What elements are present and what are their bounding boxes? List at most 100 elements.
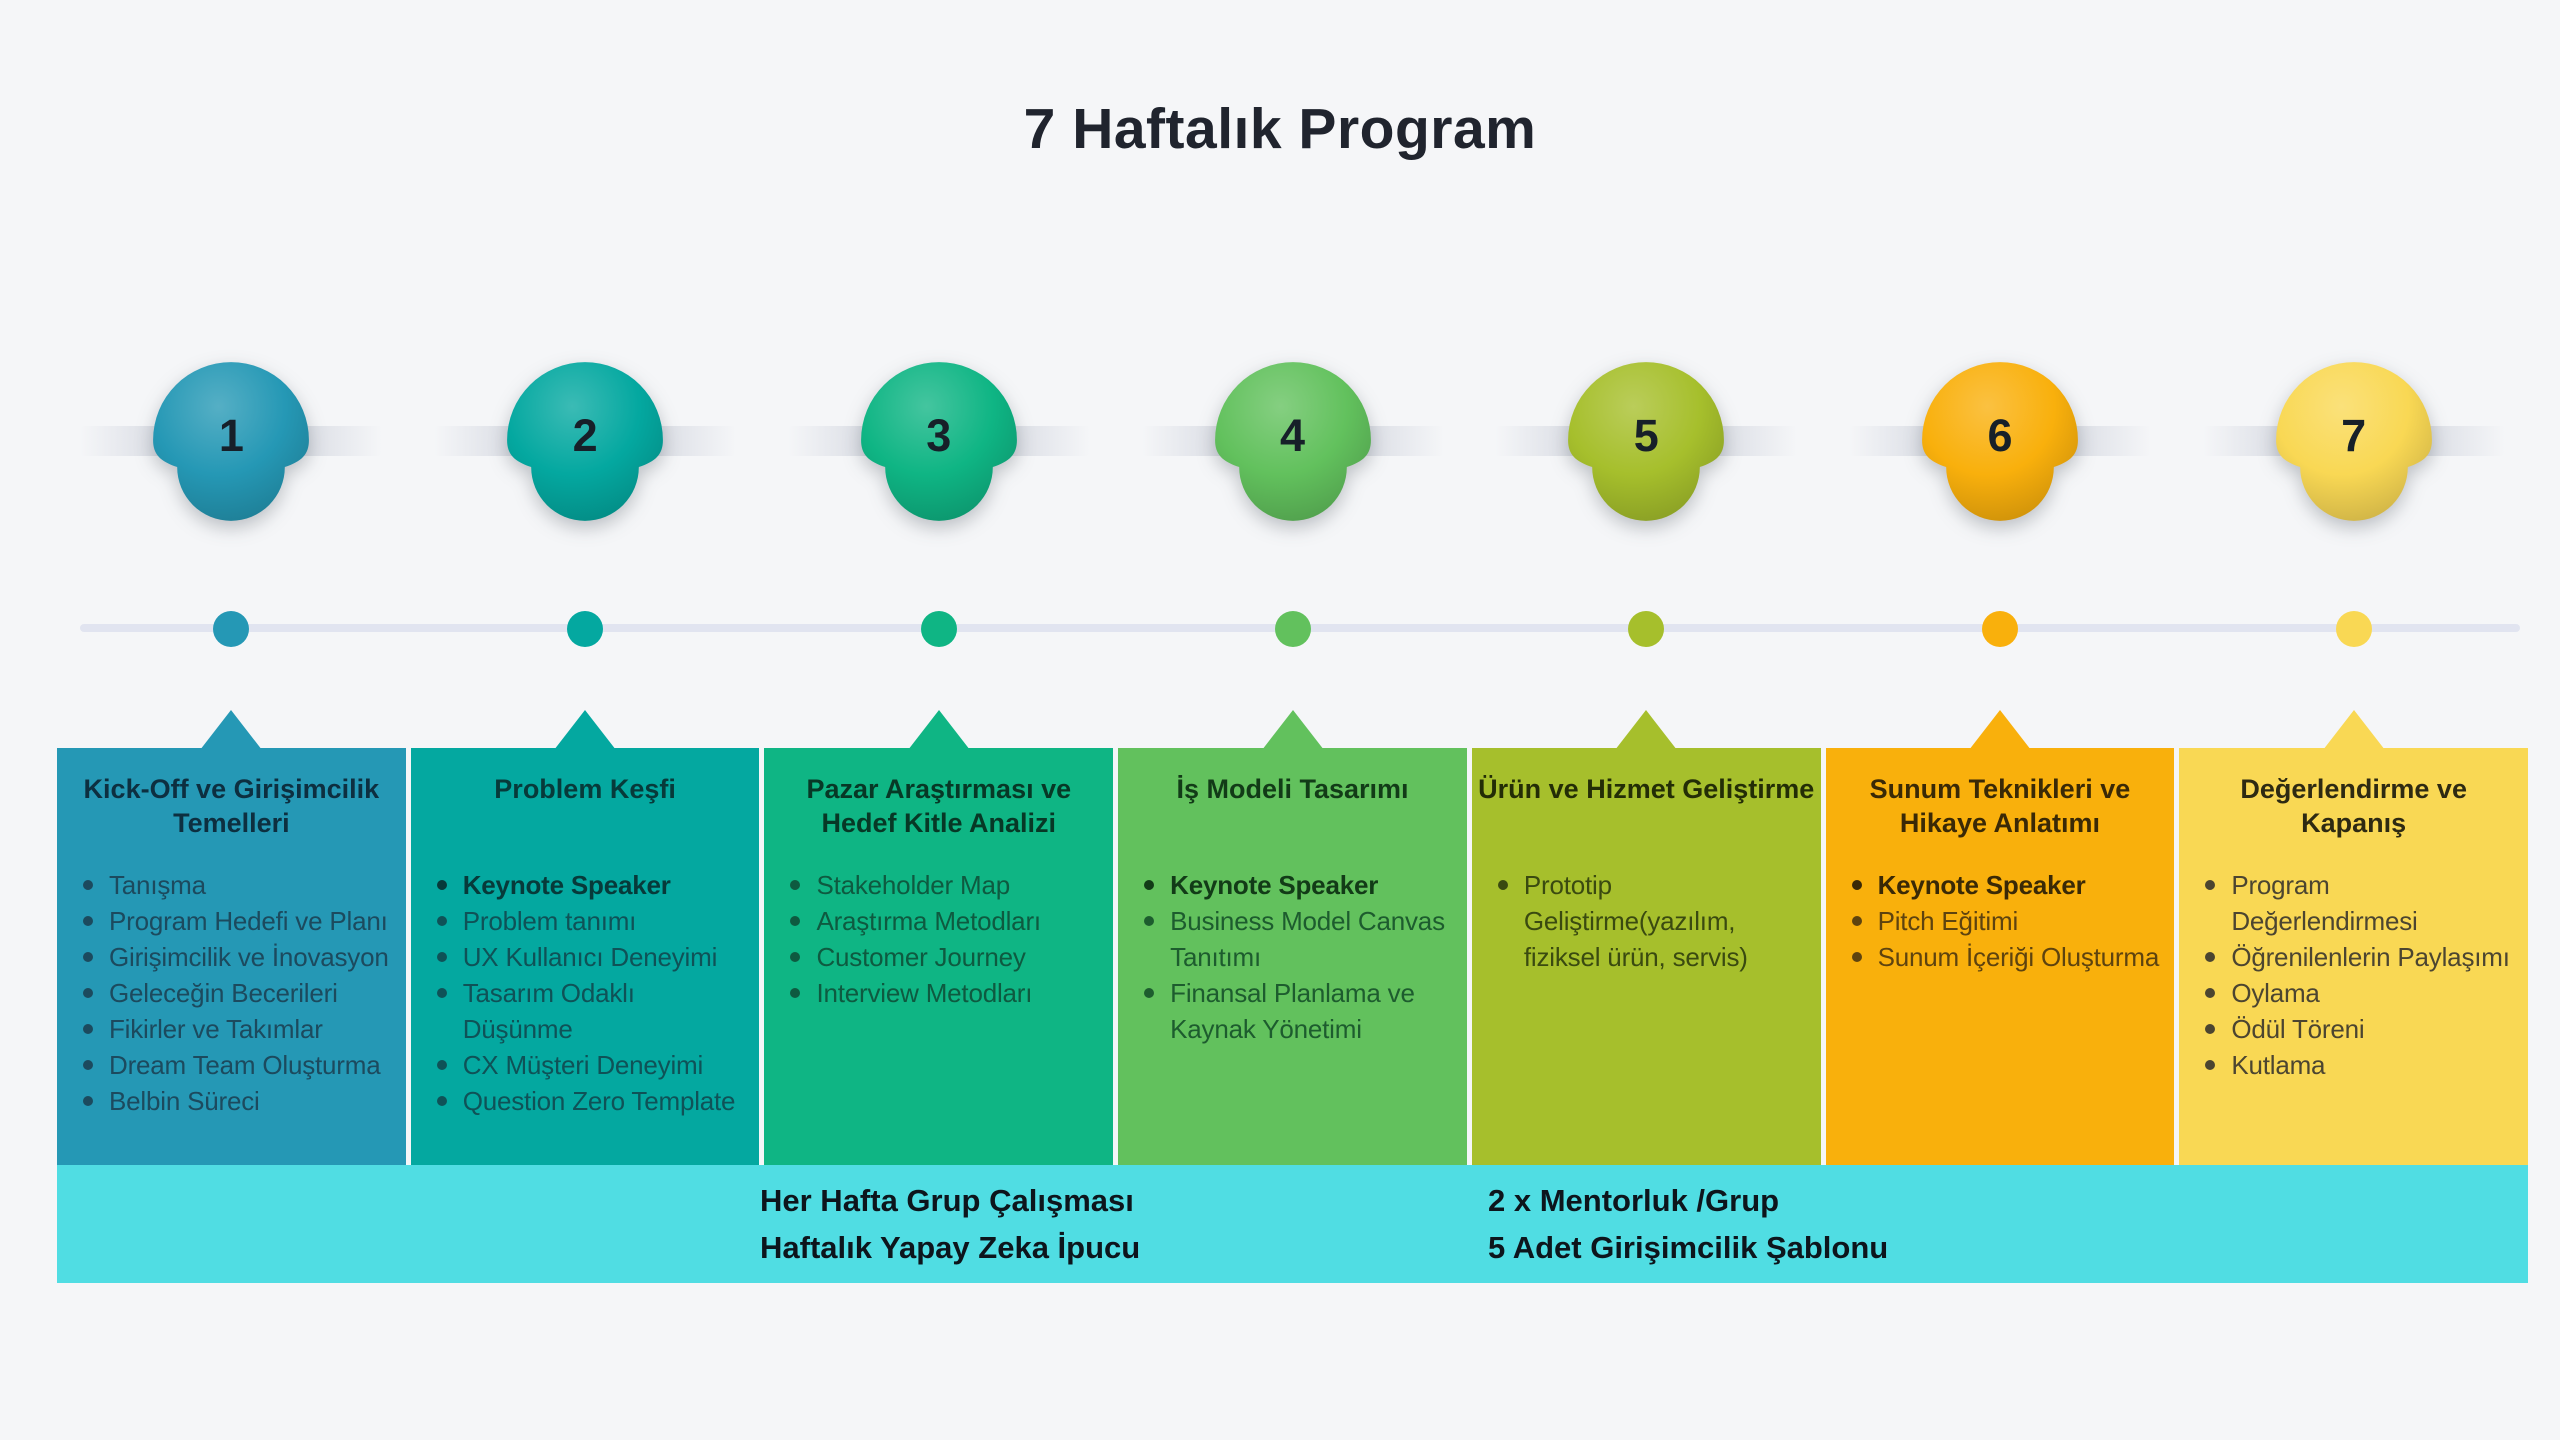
topic-item: Fikirler ve Takımlar <box>75 1011 398 1047</box>
week-number-bubble-icon <box>2275 362 2432 521</box>
timeline-dot-cell <box>411 611 760 647</box>
topic-item: Keynote Speaker <box>429 867 752 903</box>
column-pointer-triangle-icon <box>907 710 970 750</box>
topic-item: Program Değerlendirmesi <box>2197 867 2520 939</box>
week-columns-row: Kick-Off ve Girişimcilik Temelleri Tanış… <box>57 710 2529 1165</box>
topic-item: Araştırma Metodları <box>782 903 1105 939</box>
week-column-6: Sunum Teknikleri ve Hikaye Anlatımı Keyn… <box>1825 710 2175 1165</box>
week-ribbon <box>80 426 383 456</box>
topic-item: UX Kullanıcı Deneyimi <box>429 939 752 975</box>
topic-item: Geleceğin Becerileri <box>75 975 398 1011</box>
week-title: Değerlendirme ve Kapanış <box>2240 774 2467 838</box>
timeline-dot-cell <box>1118 611 1467 647</box>
topic-item: Interview Metodları <box>782 975 1105 1011</box>
week-ribbon <box>1495 426 1798 456</box>
week-number: 7 <box>2341 410 2367 461</box>
footer-mentorship-notes: 2 x Mentorluk /Grup 5 Adet Girişimcilik … <box>1488 1177 1888 1271</box>
week-marker-4: 4 <box>1118 0 1467 560</box>
topic-item: Girişimcilik ve İnovasyon <box>75 939 398 975</box>
footer-line-ai-tip: Haftalık Yapay Zeka İpucu <box>760 1230 1141 1265</box>
topic-item: Prototip Geliştirme(yazılım, fiziksel ür… <box>1490 867 1813 975</box>
week-marker-1: 1 <box>57 0 406 560</box>
timeline-dot-cell <box>1826 611 2175 647</box>
timeline-dot-cell <box>1472 611 1821 647</box>
topic-item: Question Zero Template <box>429 1083 752 1119</box>
week-column-7: Değerlendirme ve Kapanış Program Değerle… <box>2179 710 2529 1165</box>
week-ribbon <box>434 426 737 456</box>
week-markers-row: 1 2 3 4 5 6 <box>57 0 2528 560</box>
week-marker-6: 6 <box>1826 0 2175 560</box>
timeline-dot-1 <box>213 611 250 647</box>
topic-item: Program Hedefi ve Planı <box>75 903 398 939</box>
timeline-dot-5 <box>1628 611 1665 647</box>
topic-item: Problem tanımı <box>429 903 752 939</box>
timeline-dot-6 <box>1981 611 2018 647</box>
week-marker-3: 3 <box>764 0 1113 560</box>
topic-item: Sunum İçeriği Oluşturma <box>1844 939 2167 975</box>
week-number-bubble-icon <box>1568 362 1725 521</box>
week-column-5: Ürün ve Hizmet Geliştirme Prototip Geliş… <box>1471 710 1821 1165</box>
week-title: İş Modeli Tasarımı <box>1176 774 1409 804</box>
week-topic-list: Prototip Geliştirme(yazılım, fiziksel ür… <box>1478 867 1815 975</box>
week-title: Kick-Off ve Girişimcilik Temelleri <box>83 774 380 838</box>
week-column-1: Kick-Off ve Girişimcilik Temelleri Tanış… <box>57 710 406 1165</box>
timeline-dot-cell <box>2179 611 2528 647</box>
page-title: 7 Haftalık Program <box>1023 97 1537 161</box>
week-number: 6 <box>1987 410 2013 461</box>
topic-item: CX Müşteri Deneyimi <box>429 1047 752 1083</box>
timeline-dot-2 <box>567 611 604 647</box>
week-marker-5: 5 <box>1472 0 1821 560</box>
topic-item: Tasarım Odaklı Düşünme <box>429 975 752 1047</box>
week-title: Pazar Araştırması ve Hedef Kitle Analizi <box>806 774 1072 838</box>
week-ribbon <box>787 426 1090 456</box>
week-ribbon <box>1848 426 2151 456</box>
week-number: 4 <box>1280 410 1306 461</box>
timeline-dot-cell <box>764 611 1113 647</box>
topic-item: Tanışma <box>75 867 398 903</box>
footer-weekly-notes: Her Hafta Grup Çalışması Haftalık Yapay … <box>760 1177 1140 1271</box>
column-pointer-triangle-icon <box>2322 710 2385 750</box>
week-number: 1 <box>218 410 244 461</box>
topic-item: Finansal Planlama ve Kaynak Yönetimi <box>1136 975 1459 1047</box>
week-number-bubble-icon <box>1214 362 1371 521</box>
week-number: 2 <box>572 410 598 461</box>
week-number: 3 <box>926 410 952 461</box>
footer-bar: Her Hafta Grup Çalışması Haftalık Yapay … <box>57 1165 2528 1283</box>
topic-item: Keynote Speaker <box>1844 867 2167 903</box>
topic-item: Customer Journey <box>782 939 1105 975</box>
timeline-dots-row <box>57 611 2528 647</box>
timeline-dot-4 <box>1274 611 1311 647</box>
topic-item: Ödül Töreni <box>2197 1011 2520 1047</box>
footer-line-mentorship: 2 x Mentorluk /Grup <box>1488 1183 1780 1218</box>
topic-item: Oylama <box>2197 975 2520 1011</box>
week-ribbon <box>1141 426 1444 456</box>
week-title: Problem Keşfi <box>494 774 676 804</box>
footer-line-templates: 5 Adet Girişimcilik Şablonu <box>1488 1230 1889 1265</box>
week-number: 5 <box>1633 410 1659 461</box>
column-pointer-triangle-icon <box>1968 710 2031 750</box>
week-number-bubble-icon <box>1922 362 2078 521</box>
footer-line-group-work: Her Hafta Grup Çalışması <box>760 1183 1134 1218</box>
timeline-dot-cell <box>57 611 406 647</box>
column-pointer-triangle-icon <box>1261 710 1324 750</box>
column-pointer-triangle-icon <box>200 710 263 750</box>
topic-item: Pitch Eğitimi <box>1844 903 2167 939</box>
topic-item: Stakeholder Map <box>782 867 1105 903</box>
week-number-bubble-icon <box>507 362 663 521</box>
topic-item: Öğrenilenlerin Paylaşımı <box>2197 939 2520 975</box>
topic-item: Dream Team Oluşturma <box>75 1047 398 1083</box>
column-pointer-triangle-icon <box>1615 710 1678 750</box>
timeline-dot-3 <box>920 611 957 647</box>
column-pointer-triangle-icon <box>554 710 617 750</box>
topic-item: Belbin Süreci <box>75 1083 398 1119</box>
week-ribbon <box>2202 426 2505 456</box>
week-title: Sunum Teknikleri ve Hikaye Anlatımı <box>1869 774 2131 838</box>
